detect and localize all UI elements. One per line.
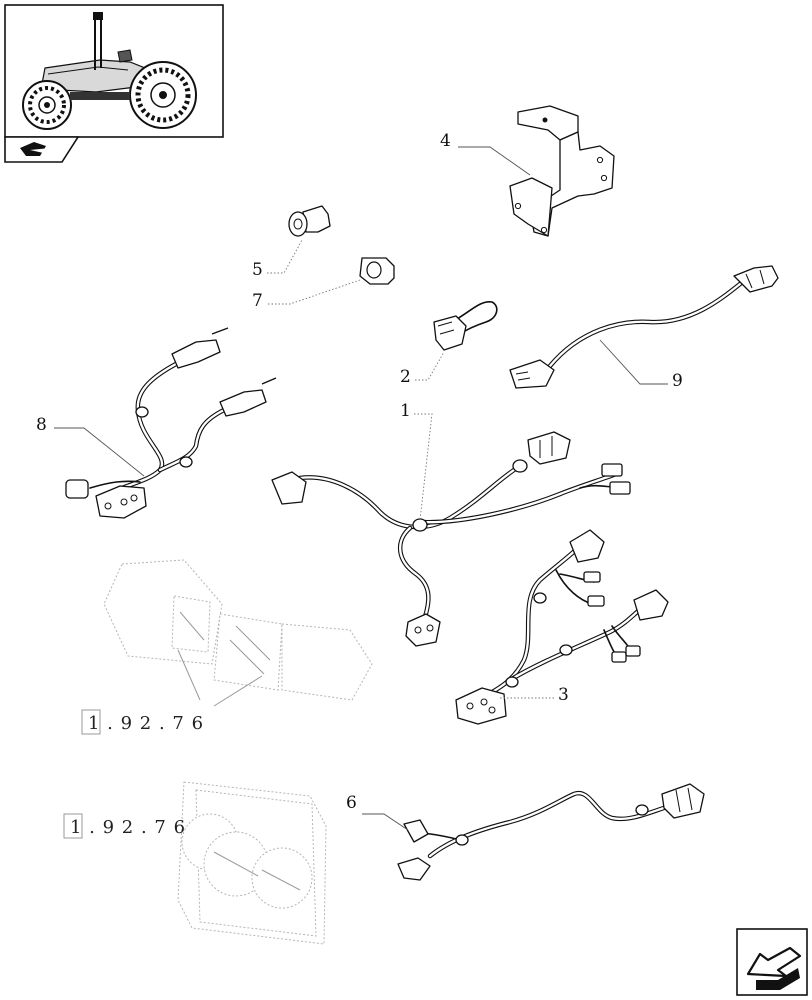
- leader-line-2: [415, 351, 445, 381]
- tractor-thumbnail-icon[interactable]: [4, 4, 224, 138]
- wiring-harness-part-6: [397, 783, 705, 881]
- reference-label-front-lamp[interactable]: 1 . 9 2 . 7 6: [70, 817, 186, 838]
- connector-part-2: [433, 301, 498, 351]
- reference-label-rear-lamp[interactable]: 1 . 9 2 . 7 6: [88, 713, 204, 734]
- leader-line-7: [268, 279, 361, 305]
- wiring-harness-part-3: [455, 529, 669, 725]
- leader-line-4: [458, 146, 531, 176]
- wiring-harness-part-8: [65, 327, 277, 519]
- callout-label-1: 1: [400, 401, 411, 421]
- leader-line-5: [267, 239, 303, 274]
- callout-label-7: 7: [252, 291, 263, 311]
- spacer-part-7: [359, 257, 395, 285]
- main-harness-part-1: [271, 431, 631, 647]
- arrow-next-icon[interactable]: [736, 928, 808, 996]
- callout-label-9: 9: [672, 371, 683, 391]
- grommet-part-5: [288, 205, 331, 237]
- front-lamp-reference-outline: [177, 781, 327, 945]
- extension-cable-part-9: [509, 265, 779, 389]
- callout-label-8: 8: [36, 415, 47, 435]
- callout-label-4: 4: [440, 131, 451, 151]
- callout-label-2: 2: [400, 367, 411, 387]
- reference-box-rear-lamp[interactable]: 1 . 9 2 . 7 6: [81, 709, 204, 735]
- book-section-icon[interactable]: [4, 136, 80, 163]
- leader-line-1: [414, 413, 433, 521]
- callout-label-5: 5: [252, 260, 263, 280]
- leader-line-8: [54, 427, 145, 477]
- callout-label-3: 3: [558, 685, 569, 705]
- rear-lamp-reference-outline: [103, 559, 373, 707]
- reference-box-front-lamp[interactable]: 1 . 9 2 . 7 6: [63, 813, 186, 839]
- bracket-part-4: [509, 105, 615, 237]
- leader-line-6: [362, 813, 409, 831]
- leader-line-9: [599, 339, 668, 385]
- callout-label-6: 6: [346, 793, 357, 813]
